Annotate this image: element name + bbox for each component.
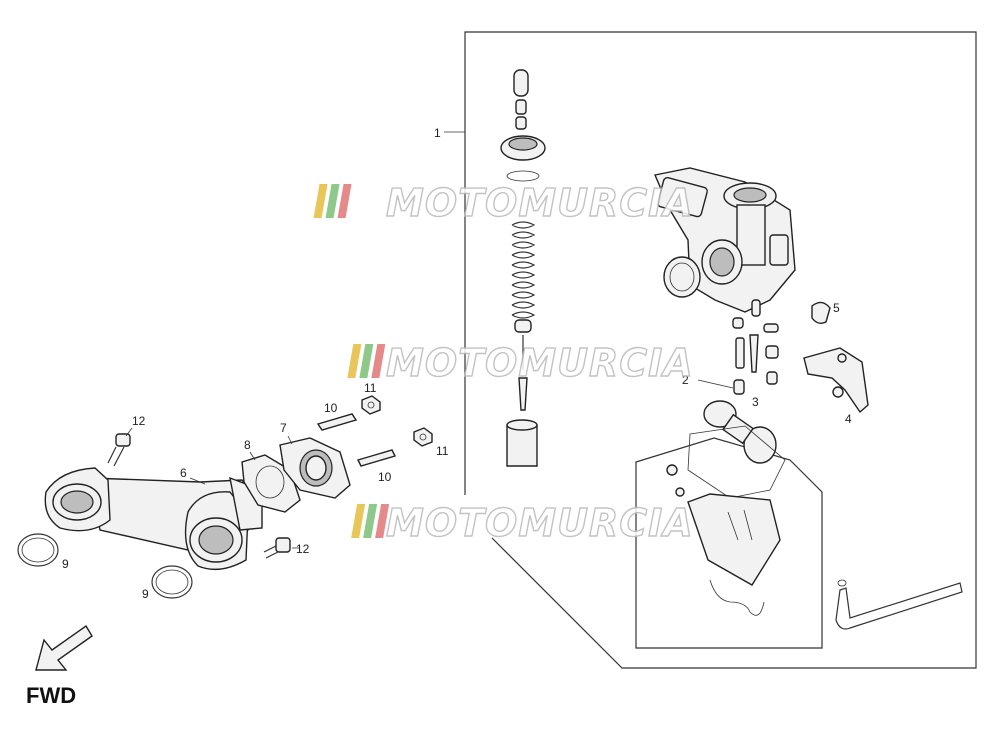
callout-9-right: 9 bbox=[142, 587, 149, 601]
part-12-bolt-upper bbox=[107, 433, 131, 467]
part-10-stud-lower bbox=[356, 449, 397, 467]
watermark-text: MOTOMURCIA bbox=[386, 501, 694, 545]
callout-6: 6 bbox=[180, 466, 187, 480]
callout-line-7 bbox=[287, 435, 293, 445]
carburetor-assembly-frame bbox=[464, 31, 977, 669]
carburetor-body bbox=[654, 167, 796, 313]
forward-arrow-icon bbox=[35, 624, 93, 671]
part-6-intake-manifold bbox=[44, 467, 263, 571]
callout-7: 7 bbox=[280, 421, 287, 435]
watermark-bottom: MOTOMURCIA bbox=[351, 500, 694, 546]
callout-1: 1 bbox=[434, 126, 441, 140]
part-7-insulator bbox=[279, 437, 351, 499]
part-12-bolt-lower bbox=[263, 537, 291, 559]
callout-4: 4 bbox=[845, 412, 852, 426]
part-11-nut-lower bbox=[413, 427, 433, 447]
callout-11-lower: 11 bbox=[436, 444, 449, 458]
part-11-nut-upper bbox=[361, 395, 381, 415]
part-5-clip bbox=[811, 301, 831, 325]
throttle-slide-stack bbox=[500, 69, 546, 467]
callout-9-left: 9 bbox=[62, 557, 69, 571]
watermark-middle: MOTOMURCIA bbox=[347, 340, 694, 386]
callout-line-6 bbox=[189, 477, 206, 485]
fuel-hose bbox=[835, 579, 963, 630]
part-9-oring-left-inner bbox=[21, 537, 55, 563]
callout-11-upper: 11 bbox=[364, 381, 377, 395]
part-9-oring-right bbox=[151, 565, 193, 599]
watermark-text: MOTOMURCIA bbox=[386, 181, 694, 225]
watermark-text: MOTOMURCIA bbox=[386, 341, 694, 385]
part-4-bracket bbox=[803, 347, 869, 414]
callout-12-lower: 12 bbox=[296, 542, 310, 556]
callout-2: 2 bbox=[682, 373, 689, 387]
callout-line-8 bbox=[249, 451, 256, 461]
part-9-oring-left bbox=[17, 533, 59, 567]
float-and-chamber bbox=[666, 400, 786, 616]
float-chamber-subframe bbox=[635, 437, 823, 649]
callout-8: 8 bbox=[244, 438, 251, 452]
part-10-stud-upper bbox=[316, 413, 358, 431]
callout-5: 5 bbox=[833, 301, 840, 315]
callout-10-upper: 10 bbox=[324, 401, 338, 415]
part-9-oring-right-inner bbox=[155, 569, 189, 595]
jet-parts bbox=[732, 299, 779, 395]
callout-line-2 bbox=[697, 379, 734, 389]
callout-10-lower: 10 bbox=[378, 470, 392, 484]
watermark-top: MOTOMURCIA bbox=[313, 180, 694, 226]
callout-12-upper: 12 bbox=[132, 414, 146, 428]
callout-3: 3 bbox=[752, 395, 759, 409]
fwd-label: FWD bbox=[26, 683, 76, 708]
callout-line-12a bbox=[125, 427, 133, 437]
